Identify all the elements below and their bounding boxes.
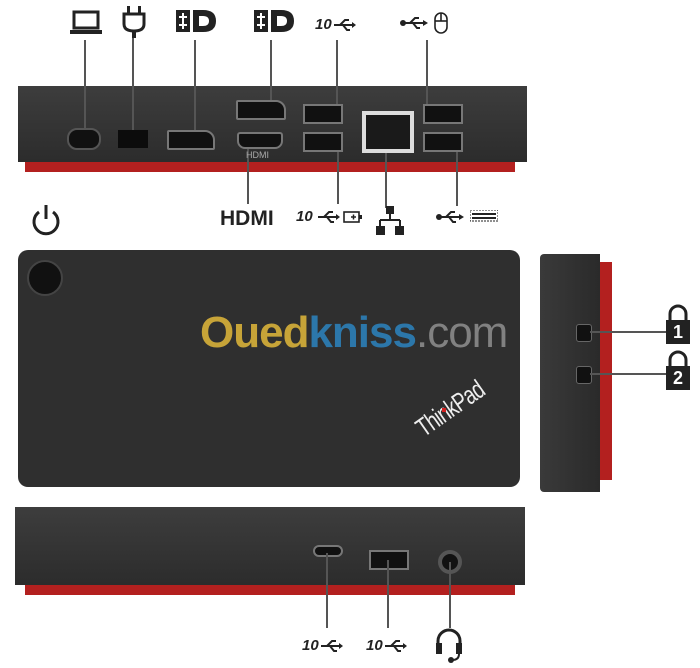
usb-a-port-charging[interactable] bbox=[303, 132, 343, 152]
usb-speed-label: 10 bbox=[315, 16, 332, 33]
front-panel bbox=[15, 507, 525, 585]
security-lock-slot-1[interactable] bbox=[576, 324, 592, 342]
battery-charging-icon bbox=[342, 210, 362, 223]
lock-icon: 2 bbox=[666, 350, 690, 392]
power-plug-icon bbox=[122, 6, 146, 38]
usb-a-port-mouse[interactable] bbox=[423, 104, 463, 124]
watermark: Ouedkniss.com bbox=[200, 308, 508, 357]
displayport-icon bbox=[176, 10, 216, 32]
security-lock-slot-2[interactable] bbox=[576, 366, 592, 384]
usb-icon bbox=[400, 17, 428, 29]
usb-icon bbox=[436, 211, 464, 223]
usb-speed-label: 10 bbox=[296, 208, 313, 225]
thinkpad-logo: ThinkPad bbox=[410, 374, 490, 443]
lock-2-label: 2 bbox=[666, 366, 690, 390]
hdmi-label: HDMI bbox=[220, 207, 274, 230]
dc-power-port[interactable] bbox=[118, 130, 148, 148]
front-usb-a-port[interactable] bbox=[369, 550, 409, 570]
lock-1-label: 1 bbox=[666, 320, 690, 344]
usb-icon bbox=[384, 639, 407, 652]
hdmi-port[interactable] bbox=[237, 132, 283, 149]
usb-a-port-1[interactable] bbox=[303, 104, 343, 124]
usb-a-port-keyboard[interactable] bbox=[423, 132, 463, 152]
top-view: Ouedkniss.com ThinkPad bbox=[18, 250, 520, 487]
usb-a-speed-label: 10 bbox=[366, 637, 383, 654]
headset-icon bbox=[436, 628, 462, 663]
lock-icon: 1 bbox=[666, 304, 690, 346]
usb-icon bbox=[333, 18, 356, 31]
laptop-icon bbox=[70, 10, 102, 34]
side-red-strip bbox=[598, 262, 612, 480]
usb-c-speed-label: 10 bbox=[302, 637, 319, 654]
displayport-2[interactable] bbox=[236, 100, 286, 120]
network-icon bbox=[376, 206, 404, 235]
front-usb-c-port[interactable] bbox=[313, 545, 343, 557]
keyboard-icon bbox=[470, 210, 498, 222]
front-red-strip bbox=[25, 583, 515, 595]
mouse-icon bbox=[434, 12, 448, 34]
displayport-1[interactable] bbox=[167, 130, 215, 150]
displayport-icon bbox=[254, 10, 294, 32]
usb-icon bbox=[320, 639, 343, 652]
usb-c-host-port[interactable] bbox=[67, 128, 101, 150]
hdmi-port-label: HDMI bbox=[246, 150, 269, 160]
ethernet-port[interactable] bbox=[362, 111, 414, 153]
usb-icon bbox=[317, 210, 340, 223]
power-icon bbox=[32, 205, 60, 236]
thinkpad-logo-dot bbox=[442, 408, 446, 412]
power-button[interactable] bbox=[27, 260, 63, 296]
